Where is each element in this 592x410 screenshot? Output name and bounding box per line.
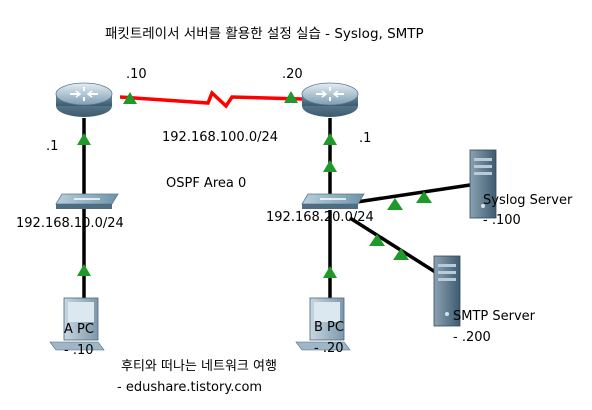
link-up-triangle — [323, 266, 337, 278]
router-left[interactable] — [55, 82, 113, 117]
wan-link — [119, 89, 303, 109]
wan-network-label: 192.168.100.0/24 — [162, 130, 278, 145]
pc-b[interactable] — [295, 297, 351, 351]
link-up-triangle — [284, 91, 298, 103]
link-up-triangle — [123, 92, 137, 104]
smtp-server-name: SMTP Server — [453, 309, 536, 324]
router-arrows-icon — [70, 87, 98, 101]
pc-b-name: B PC — [314, 320, 344, 335]
link-up-triangle — [369, 234, 385, 246]
link-up-triangle — [387, 198, 403, 210]
router-right[interactable] — [301, 82, 359, 117]
link-up-indicators — [77, 91, 432, 278]
smtp-server[interactable] — [433, 255, 461, 327]
router-left-wan-ip: .10 — [126, 67, 147, 82]
link-up-triangle — [323, 160, 337, 172]
link-up-triangle — [323, 133, 337, 145]
router-right-wan-ip: .20 — [282, 67, 303, 82]
footer-line-1: 후티와 떠나는 네트워크 여행 — [121, 358, 277, 374]
pc-a[interactable] — [49, 297, 105, 351]
page-title: 패킷트레이서 서버를 활용한 설정 실습 - Syslog, SMTP — [105, 26, 424, 42]
pc-a-name: A PC — [64, 322, 94, 337]
routing-protocol-label: OSPF Area 0 — [166, 176, 246, 191]
pc-a-ip: - .10 — [64, 343, 94, 358]
syslog-server-ip: - .100 — [483, 213, 521, 228]
link-up-triangle — [416, 191, 432, 203]
lan-left-label: 192.168.10.0/24 — [16, 216, 124, 231]
link-switch-right-syslog — [349, 183, 471, 205]
smtp-server-ip: - .200 — [453, 330, 491, 345]
link-up-triangle — [77, 133, 91, 145]
router-left-lan-ip: .1 — [46, 139, 58, 154]
switch-left[interactable] — [55, 193, 119, 209]
footer-line-2: - edushare.tistory.com — [117, 380, 262, 395]
pc-b-ip: - .20 — [314, 341, 344, 356]
syslog-server[interactable] — [469, 149, 497, 219]
link-up-triangle — [393, 248, 409, 260]
syslog-server-name: Syslog Server — [483, 193, 573, 208]
link-switch-right-smtp — [349, 216, 441, 277]
router-arrows-icon — [316, 87, 344, 101]
router-right-lan-ip: .1 — [359, 131, 371, 146]
lan-right-label: 192.168.20.0/24 — [266, 210, 374, 225]
switch-right[interactable] — [301, 193, 365, 209]
link-up-triangle — [77, 264, 91, 276]
